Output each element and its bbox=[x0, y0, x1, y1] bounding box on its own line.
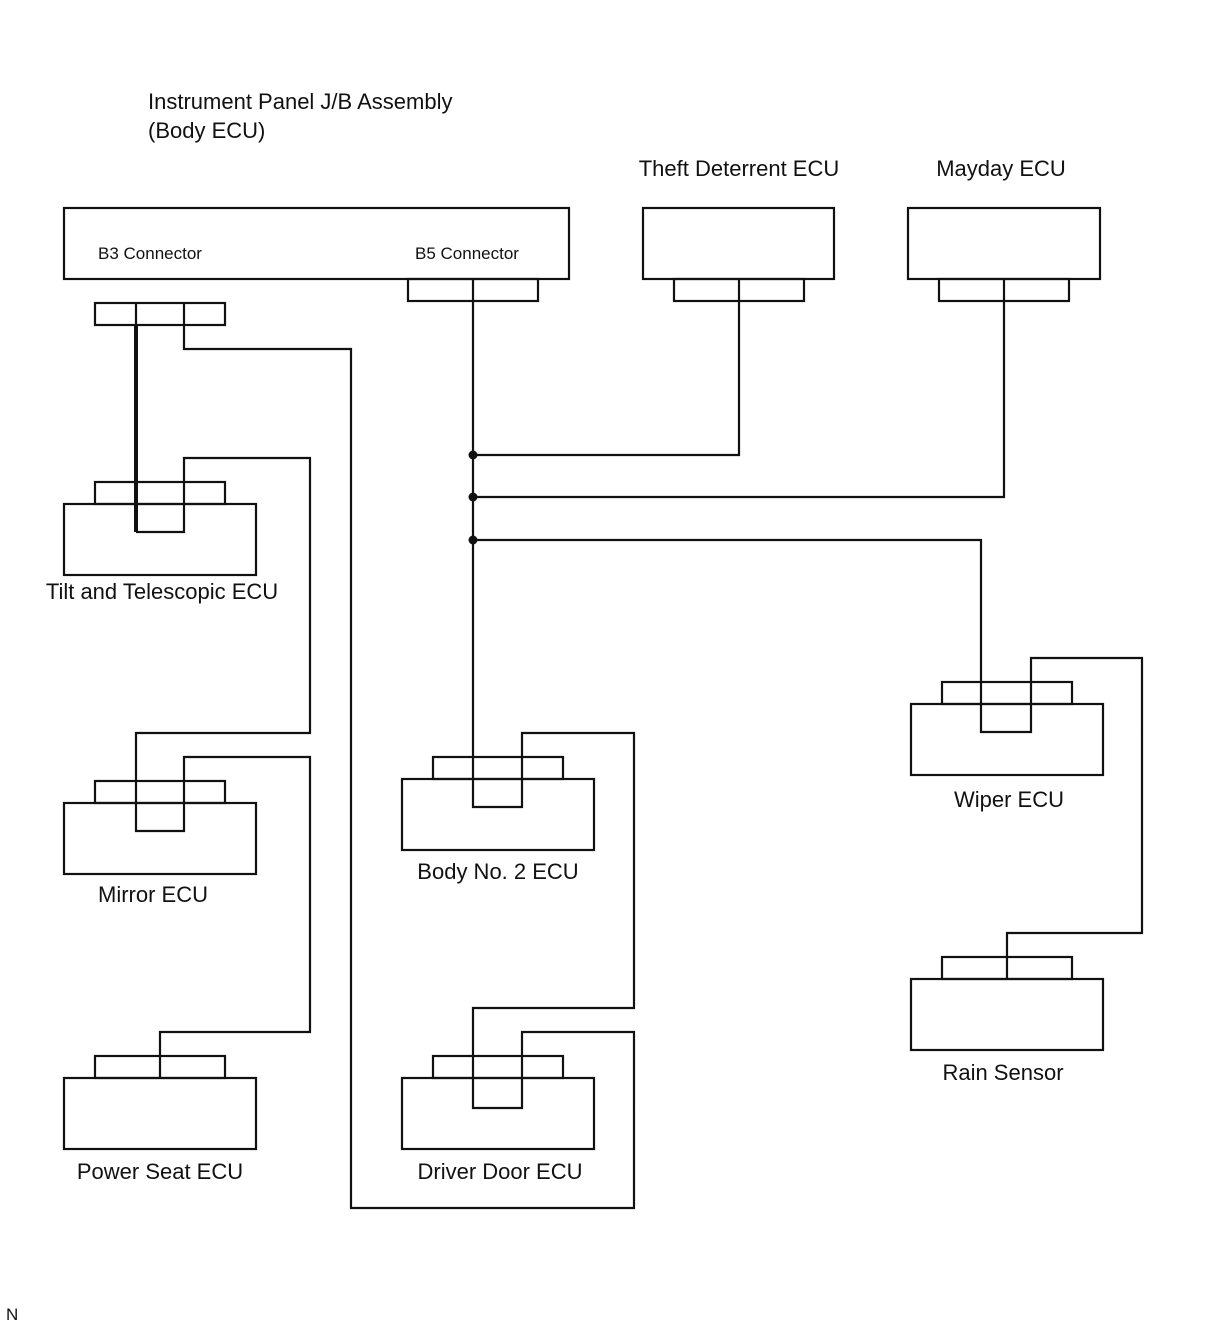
power-seat-ecu-label: Power Seat ECU bbox=[77, 1159, 243, 1184]
mayday-ecu: Mayday ECU bbox=[906, 156, 1102, 303]
body-ecu-box bbox=[62, 206, 571, 281]
body-no2-ecu: Body No. 2 ECU bbox=[400, 755, 596, 884]
b3-connector-label: B3 Connector bbox=[98, 244, 202, 263]
driver-door-ecu: Driver Door ECU bbox=[400, 1054, 596, 1184]
mirror-ecu-label: Mirror ECU bbox=[98, 882, 208, 907]
junction-dot-mayday bbox=[468, 492, 478, 502]
tilt-telescopic-ecu-connector bbox=[93, 480, 227, 506]
mirror-ecu: Mirror ECU bbox=[62, 779, 258, 907]
body-ecu: Instrument Panel J/B Assembly (Body ECU)… bbox=[62, 89, 571, 327]
body-no2-ecu-label: Body No. 2 ECU bbox=[417, 859, 578, 884]
wiper-ecu: Wiper ECU bbox=[909, 680, 1105, 812]
wire-tilt-mirror-powerseat bbox=[134, 456, 312, 1056]
tilt-telescopic-ecu-box bbox=[62, 502, 258, 577]
body-ecu-title-line1: Instrument Panel J/B Assembly bbox=[148, 89, 452, 114]
b5-connector-label: B5 Connector bbox=[415, 244, 519, 263]
mirror-ecu-connector bbox=[93, 779, 227, 805]
power-seat-ecu-box bbox=[62, 1076, 258, 1151]
driver-door-ecu-box bbox=[400, 1076, 596, 1151]
wire-theft-deterrent bbox=[473, 301, 741, 457]
body-ecu-title-line2: (Body ECU) bbox=[148, 118, 265, 143]
theft-deterrent-ecu-label: Theft Deterrent ECU bbox=[639, 156, 840, 181]
tilt-telescopic-ecu: Tilt and Telescopic ECU bbox=[46, 480, 278, 604]
mayday-ecu-label: Mayday ECU bbox=[936, 156, 1066, 181]
junction-dot-theft bbox=[468, 450, 478, 460]
tilt-telescopic-ecu-label: Tilt and Telescopic ECU bbox=[46, 579, 278, 604]
corner-mark: N bbox=[6, 1305, 18, 1324]
wiper-ecu-connector bbox=[940, 680, 1074, 706]
wire-wiper-rain bbox=[473, 538, 1144, 957]
mirror-ecu-box bbox=[62, 801, 258, 876]
rain-sensor-label: Rain Sensor bbox=[942, 1060, 1063, 1085]
mayday-ecu-box bbox=[906, 206, 1102, 281]
rain-sensor-box bbox=[909, 977, 1105, 1052]
wire-mayday bbox=[473, 301, 1006, 499]
wires bbox=[134, 301, 1144, 1210]
body-no2-ecu-box bbox=[400, 777, 596, 852]
wiper-ecu-label: Wiper ECU bbox=[954, 787, 1064, 812]
power-seat-ecu: Power Seat ECU bbox=[62, 1054, 258, 1184]
driver-door-ecu-connector bbox=[431, 1054, 565, 1080]
wire-b3-b5-doors bbox=[182, 301, 636, 1210]
b3-connector-tab bbox=[93, 301, 227, 327]
rain-sensor: Rain Sensor bbox=[909, 955, 1105, 1085]
wiper-ecu-box bbox=[909, 702, 1105, 777]
body-no2-ecu-connector bbox=[431, 755, 565, 781]
theft-deterrent-ecu: Theft Deterrent ECU bbox=[639, 156, 840, 303]
theft-deterrent-ecu-box bbox=[641, 206, 836, 281]
junction-dot-wiper bbox=[468, 535, 478, 545]
driver-door-ecu-label: Driver Door ECU bbox=[417, 1159, 582, 1184]
